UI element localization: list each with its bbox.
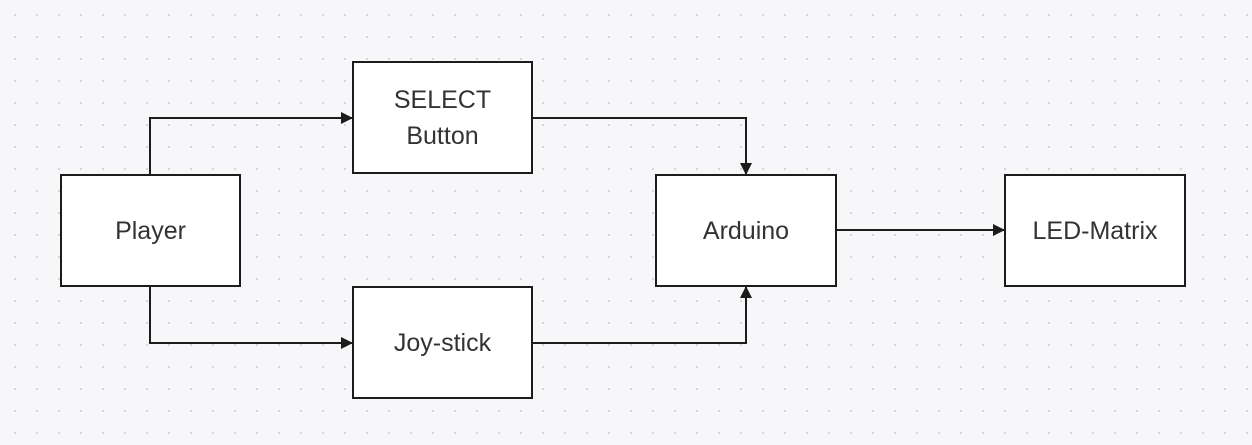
node-arduino-label: Arduino [702, 216, 790, 245]
edge-joystick-to-arduino[interactable] [533, 286, 752, 344]
node-led-matrix-label: LED-Matrix [1032, 216, 1158, 245]
node-arduino[interactable]: Arduino [655, 174, 837, 287]
node-select-button[interactable]: SELECT Button [352, 61, 533, 174]
node-joystick[interactable]: Joy-stick [352, 286, 533, 399]
node-joystick-label: Joy-stick [393, 328, 492, 357]
node-player-label: Player [115, 216, 186, 245]
edge-player-to-joystick[interactable] [149, 287, 353, 349]
edge-select-to-arduino[interactable] [533, 117, 752, 175]
node-player[interactable]: Player [60, 174, 241, 287]
edge-player-to-select[interactable] [149, 112, 353, 174]
node-led-matrix[interactable]: LED-Matrix [1004, 174, 1186, 287]
node-select-button-label: SELECT Button [393, 85, 492, 150]
